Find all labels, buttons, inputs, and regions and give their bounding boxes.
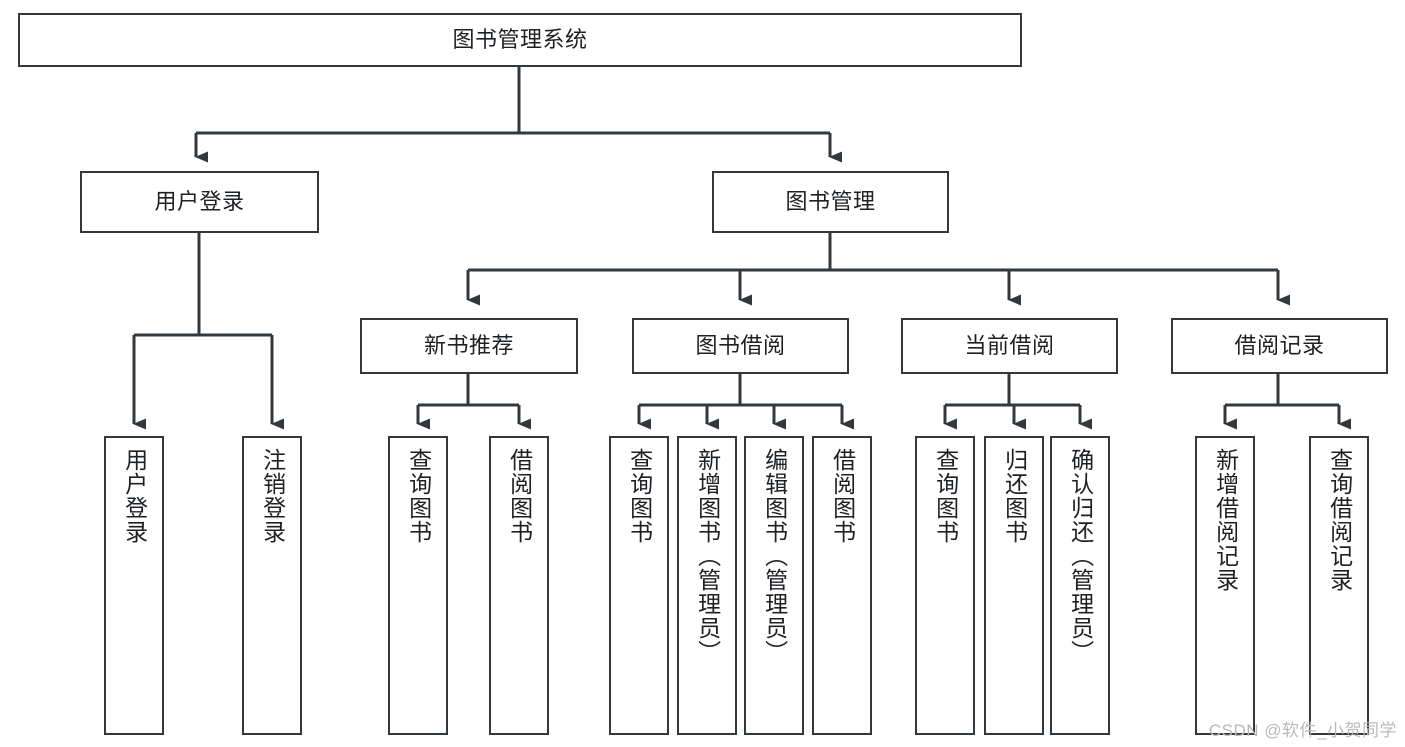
watermark-text: CSDN @软件_小贺同学 xyxy=(1208,721,1397,740)
leaf-current-query-book[interactable]: 查询图书 xyxy=(915,436,975,735)
node-label: 查询图书 xyxy=(405,448,432,544)
node-label: 注销登录 xyxy=(259,448,286,544)
leaf-borrow-add-book-admin[interactable]: 新增图书（管理员） xyxy=(677,436,737,735)
node-label: 查询借阅记录 xyxy=(1326,448,1353,592)
leaf-record-add-borrow-record[interactable]: 新增借阅记录 xyxy=(1195,436,1255,735)
node-label: 图书管理系统 xyxy=(452,26,588,52)
leaf-record-query-borrow-record[interactable]: 查询借阅记录 xyxy=(1309,436,1369,735)
node-label: 归还图书 xyxy=(1001,448,1028,544)
node-label: 借阅记录 xyxy=(1234,332,1325,358)
node-label: 编辑图书（管理员） xyxy=(761,448,788,664)
leaf-current-confirm-return-admin[interactable]: 确认归还（管理员） xyxy=(1050,436,1110,735)
node-new-book-recommend[interactable]: 新书推荐 xyxy=(360,318,578,374)
leaf-new-book-query-book[interactable]: 查询图书 xyxy=(388,436,448,735)
node-label: 借阅图书 xyxy=(506,448,533,544)
node-label: 用户登录 xyxy=(121,448,148,544)
node-label: 图书管理 xyxy=(785,188,876,214)
leaf-user-login-signout[interactable]: 注销登录 xyxy=(242,436,302,735)
node-root-book-management-system[interactable]: 图书管理系统 xyxy=(18,13,1022,67)
node-current-borrow[interactable]: 当前借阅 xyxy=(901,318,1118,374)
leaf-user-login-signin[interactable]: 用户登录 xyxy=(104,436,164,735)
leaf-borrow-edit-book-admin[interactable]: 编辑图书（管理员） xyxy=(744,436,804,735)
node-label: 确认归还（管理员） xyxy=(1067,448,1094,664)
node-book-borrow[interactable]: 图书借阅 xyxy=(632,318,849,374)
node-book-management[interactable]: 图书管理 xyxy=(712,171,949,233)
node-label: 图书借阅 xyxy=(695,332,786,358)
node-label: 新增借阅记录 xyxy=(1212,448,1239,592)
leaf-current-return-book[interactable]: 归还图书 xyxy=(984,436,1044,735)
node-label: 用户登录 xyxy=(154,188,245,214)
node-user-login[interactable]: 用户登录 xyxy=(80,171,319,233)
node-label: 查询图书 xyxy=(626,448,653,544)
node-label: 新增图书（管理员） xyxy=(694,448,721,664)
leaf-new-book-borrow-book[interactable]: 借阅图书 xyxy=(489,436,549,735)
leaf-borrow-borrow-book[interactable]: 借阅图书 xyxy=(812,436,872,735)
node-label: 查询图书 xyxy=(932,448,959,544)
node-label: 借阅图书 xyxy=(829,448,856,544)
node-label: 当前借阅 xyxy=(964,332,1055,358)
node-label: 新书推荐 xyxy=(423,332,514,358)
node-borrow-record[interactable]: 借阅记录 xyxy=(1171,318,1388,374)
leaf-borrow-query-book[interactable]: 查询图书 xyxy=(609,436,669,735)
